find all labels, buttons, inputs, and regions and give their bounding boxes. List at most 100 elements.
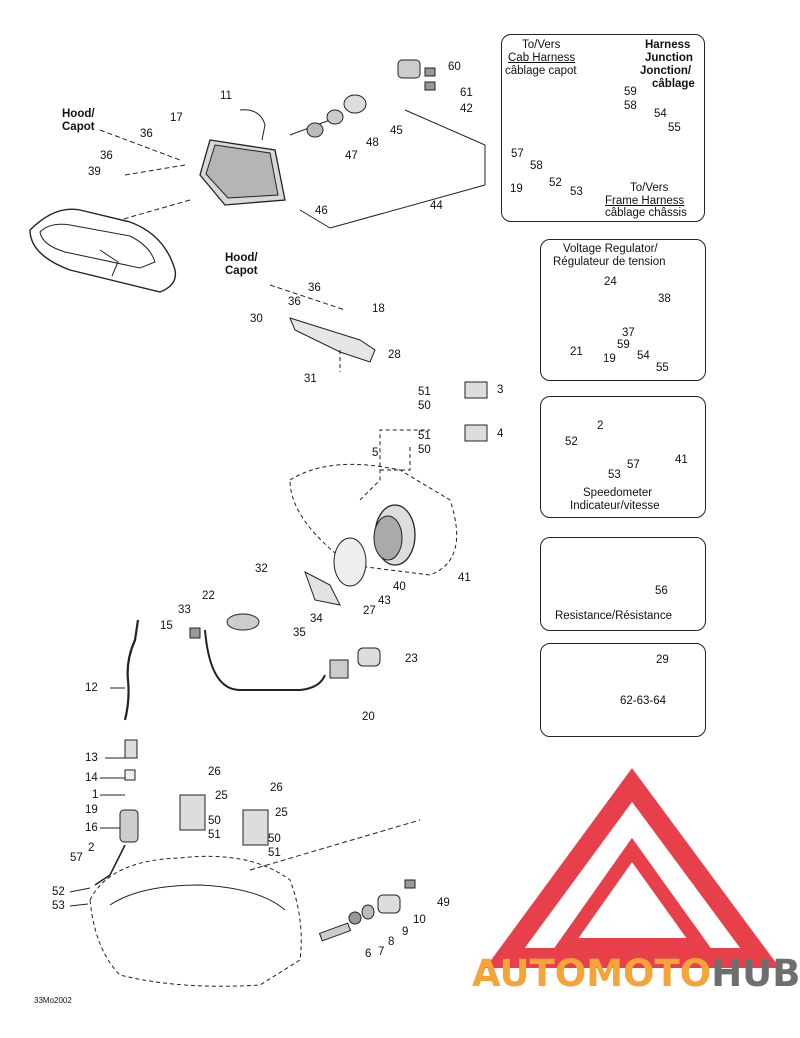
callout-5: 5	[372, 447, 379, 459]
junction-line3: Jonction/	[640, 65, 692, 77]
callout-1: 1	[92, 789, 99, 801]
callout-2-a: 2	[88, 842, 95, 854]
diagram-code: 33Mo2002	[34, 996, 72, 1005]
callout-38: 38	[658, 293, 671, 305]
callout-6: 6	[365, 948, 372, 960]
callout-21: 21	[570, 346, 583, 358]
callout-31: 31	[304, 373, 317, 385]
callout-56: 56	[655, 585, 668, 597]
cab-harness-line1: To/Vers	[522, 39, 561, 51]
wire-coil	[123, 619, 140, 721]
callout-36-a: 36	[140, 128, 153, 140]
callout-52-b: 52	[549, 177, 562, 189]
junction-line1: Harness	[645, 39, 691, 51]
callout-55-b: 55	[656, 362, 669, 374]
callout-27: 27	[363, 605, 376, 617]
callout-35: 35	[293, 627, 306, 639]
callout-51-d: 51	[268, 847, 281, 859]
callout-52-c: 52	[565, 436, 578, 448]
callout-10: 10	[413, 914, 426, 926]
callout-53-c: 53	[608, 469, 621, 481]
callout-16: 16	[85, 822, 98, 834]
callout-15: 15	[160, 620, 173, 632]
callout-42: 42	[460, 103, 473, 115]
callout-49: 49	[437, 897, 450, 909]
watermark-part2: HUB	[711, 952, 800, 995]
harness-junction-box	[501, 34, 705, 222]
callout-57-c: 57	[627, 459, 640, 471]
callout-53-b: 53	[570, 186, 583, 198]
callout-41: 41	[458, 572, 471, 584]
junction-line4: câblage	[652, 78, 695, 90]
hood-label-1b: Capot	[62, 121, 95, 133]
callout-26-a: 26	[208, 766, 221, 778]
callout-33: 33	[178, 604, 191, 616]
callout-57-b: 57	[511, 148, 524, 160]
voltage-regulator-box	[540, 239, 706, 381]
callout-12: 12	[85, 682, 98, 694]
callout-44: 44	[430, 200, 443, 212]
watermark-part1: AUTOMOTO	[472, 952, 712, 995]
callout-17: 17	[170, 112, 183, 124]
callout-37: 37	[622, 327, 635, 339]
callout-8: 8	[388, 936, 395, 948]
frame-harness-line2: Frame Harness	[605, 195, 685, 207]
callout-41-b: 41	[675, 454, 688, 466]
callout-51-c: 51	[208, 829, 221, 841]
resistance-box	[540, 537, 706, 631]
callout-20: 20	[362, 711, 375, 723]
watermark-text: AUTOMOTOHUB	[472, 952, 800, 995]
callout-36-b: 36	[100, 150, 113, 162]
junction-line2: Junction	[645, 52, 693, 64]
callout-53-a: 53	[52, 900, 65, 912]
bracket	[289, 317, 376, 363]
callout-36-d: 36	[288, 296, 301, 308]
callout-47: 47	[345, 150, 358, 162]
callout-19-c: 19	[603, 353, 616, 365]
callout-34: 34	[310, 613, 323, 625]
callout-55-a: 55	[668, 122, 681, 134]
callout-50-b: 50	[418, 444, 431, 456]
callout-25-a: 25	[215, 790, 228, 802]
tie-strap-box	[540, 643, 706, 737]
callout-51-a: 51	[418, 386, 431, 398]
callout-54-b: 54	[637, 350, 650, 362]
watermark-logo	[485, 768, 780, 968]
callout-29: 29	[656, 654, 669, 666]
callout-3: 3	[497, 384, 504, 396]
resistance-title: Resistance/Résistance	[555, 610, 672, 622]
callout-28: 28	[388, 349, 401, 361]
hood-label-1a: Hood/	[62, 108, 95, 120]
callout-19-b: 19	[510, 183, 523, 195]
frame-harness-line3: câblage châssis	[605, 207, 687, 219]
callout-9: 9	[402, 926, 409, 938]
callout-52-a: 52	[52, 886, 65, 898]
regulator-title-1: Voltage Regulator/	[563, 243, 658, 255]
callout-25-b: 25	[275, 807, 288, 819]
callout-54-a: 54	[654, 108, 667, 120]
hood-label-2b: Capot	[225, 265, 258, 277]
cab-harness-line2: Cab Harness	[508, 52, 576, 64]
callout-57-a: 57	[70, 852, 83, 864]
callout-58-a: 58	[624, 100, 637, 112]
callout-45: 45	[390, 125, 403, 137]
callout-24: 24	[604, 276, 617, 288]
callout-23: 23	[405, 653, 418, 665]
callout-40: 40	[393, 581, 406, 593]
callout-59-b: 59	[617, 339, 630, 351]
callout-60: 60	[448, 61, 461, 73]
speedometer-title-1: Speedometer	[583, 487, 653, 499]
callout-22: 22	[202, 590, 215, 602]
lower-hood	[89, 855, 302, 987]
callout-36-c: 36	[308, 282, 321, 294]
callout-11: 11	[220, 90, 232, 102]
hood-label-2a: Hood/	[225, 252, 258, 264]
callout-58-b: 58	[530, 160, 543, 172]
callout-30: 30	[250, 313, 263, 325]
callout-51-b: 51	[418, 430, 431, 442]
callout-2-b: 2	[597, 420, 604, 432]
callout-39: 39	[88, 166, 101, 178]
frame-harness-line1: To/Vers	[630, 182, 669, 194]
callout-7: 7	[378, 946, 385, 958]
